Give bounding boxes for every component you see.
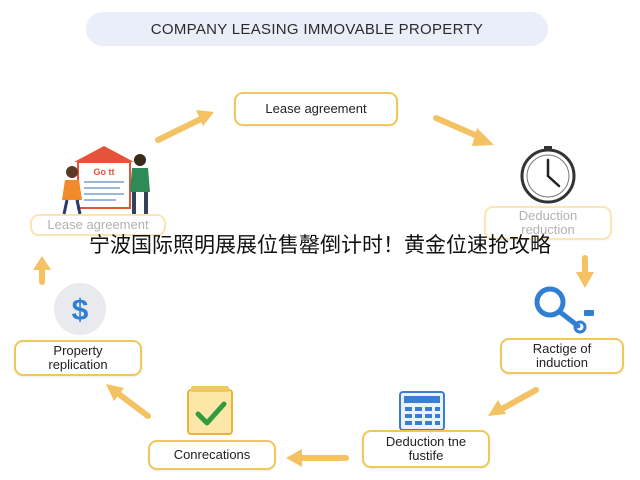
magnifier-key-icon [534, 286, 594, 334]
node-label: Deduction tne fustife [385, 434, 467, 463]
arrow-left-to-top [155, 110, 214, 143]
node-label: Property replication [48, 343, 108, 372]
diagram-title: COMPANY LEASING IMMOVABLE PROPERTY [86, 12, 548, 46]
sign-text: Go tt [94, 167, 115, 177]
checkmark-clipboard-icon [187, 386, 233, 435]
node-lease-agreement-left: Lease agreement [30, 214, 166, 236]
node-conrecations: Conrecations [148, 440, 276, 470]
arrow-top-to-right [433, 115, 494, 146]
people-signing-icon: Go tt [62, 146, 150, 215]
node-deduction-fustife: Deduction tne fustife [362, 430, 490, 468]
node-label: Conrecations [173, 447, 251, 462]
dollar-icon: $ [54, 283, 106, 335]
arrow-right-down [576, 255, 594, 288]
arrow-bottom-to-left [286, 449, 349, 467]
arrow-right-to-bottom [488, 387, 539, 416]
node-label: Lease agreement [47, 217, 149, 232]
node-lease-agreement: Lease agreement [234, 92, 398, 126]
node-range-of-induction: Ractige of induction [500, 338, 624, 374]
node-property-replication: Property replication [14, 340, 142, 376]
node-label: Deduction reduction [518, 208, 578, 237]
node-deduction-reduction: Deduction reduction [484, 206, 612, 240]
svg-text:$: $ [72, 294, 89, 327]
node-label: Lease agreement [265, 101, 367, 116]
clock-icon [520, 146, 576, 204]
arrow-bottomleft-up [106, 384, 151, 419]
node-label: Ractige of induction [532, 341, 592, 370]
arrow-left-up [33, 256, 51, 285]
overlay-banner-text: 宁波国际照明展展位售罄倒计时！黄金位速抢攻略 [89, 233, 551, 257]
calculator-icon [399, 391, 445, 431]
